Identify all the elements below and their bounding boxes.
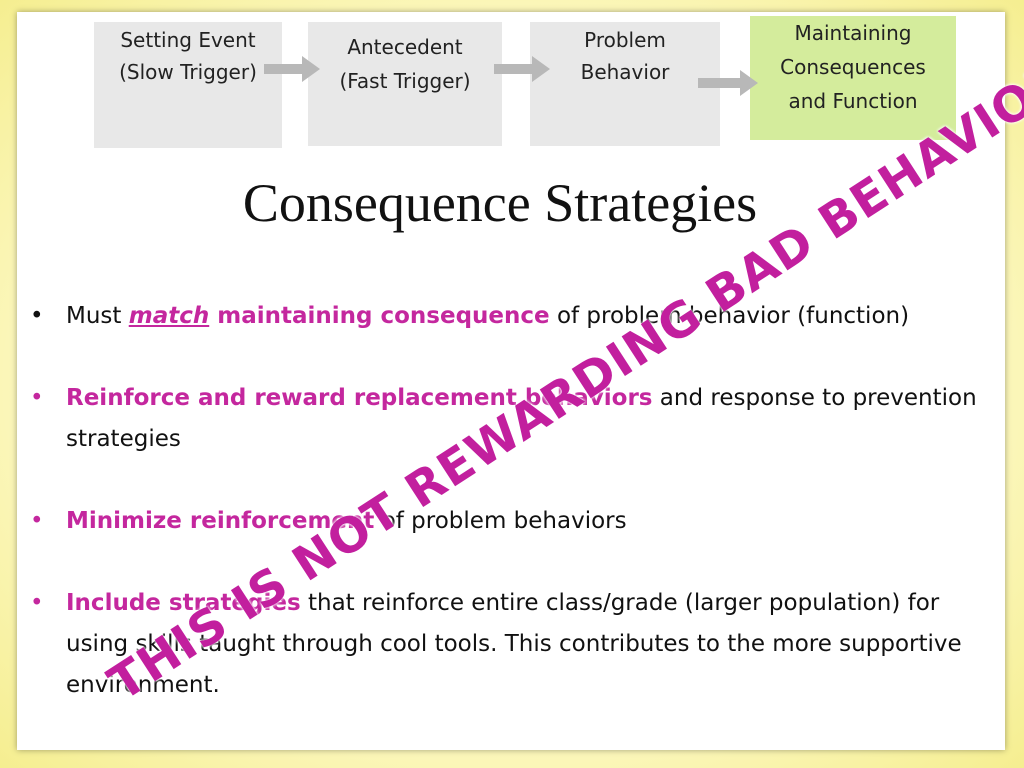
bullet-list: • Must match maintaining consequence of … <box>30 296 990 747</box>
flow-box-line: Setting Event <box>120 28 256 52</box>
flow-box-setting-event: Setting Event (Slow Trigger) <box>94 22 282 148</box>
bullet-highlight: maintaining consequence <box>209 303 550 329</box>
flow-box-line: Maintaining <box>794 21 912 45</box>
bullet-dot-icon: • <box>30 590 44 616</box>
page-title: Consequence Strategies <box>242 173 758 233</box>
list-item: • Must match maintaining consequence of … <box>30 296 990 337</box>
bullet-text: of problem behaviors <box>374 508 627 534</box>
arrow-right-icon <box>494 56 550 82</box>
flow-box-line: Behavior <box>580 60 670 84</box>
flow-box-line: and Function <box>788 89 918 113</box>
bullet-text: of problem behavior (function) <box>549 303 910 329</box>
bullet-dot-icon: • <box>30 303 44 329</box>
bullet-text: Must <box>66 303 129 329</box>
arrow-right-icon <box>698 70 758 96</box>
bullet-emphasis: match <box>128 303 210 329</box>
flow-box-line: Consequences <box>780 55 926 79</box>
flow-box-problem-behavior: Problem Behavior <box>530 22 720 146</box>
arrow-right-icon <box>264 56 320 82</box>
bullet-dot-icon: • <box>30 508 44 534</box>
bullet-dot-icon: • <box>30 385 44 411</box>
list-item: • Include strategies that reinforce enti… <box>30 583 990 706</box>
bullet-text: and response to prevention strategies <box>66 385 977 452</box>
bullet-highlight: Reinforce and reward replacement behavio… <box>66 385 653 411</box>
bullet-text: that reinforce entire class/grade (large… <box>66 590 962 698</box>
list-item: • Reinforce and reward replacement behav… <box>30 378 990 460</box>
flow-box-line: Problem <box>584 28 666 52</box>
flow-box-line: Antecedent <box>347 35 463 59</box>
flow-box-maintaining-consequences: Maintaining Consequences and Function <box>750 16 956 140</box>
bullet-highlight: Include strategies <box>66 590 301 616</box>
flow-box-line: (Fast Trigger) <box>339 69 471 93</box>
list-item: • Minimize reinforcement of problem beha… <box>30 501 990 542</box>
flow-box-antecedent: Antecedent (Fast Trigger) <box>308 22 502 146</box>
bullet-highlight: Minimize reinforcement <box>66 508 375 534</box>
flow-box-line: (Slow Trigger) <box>119 60 257 84</box>
